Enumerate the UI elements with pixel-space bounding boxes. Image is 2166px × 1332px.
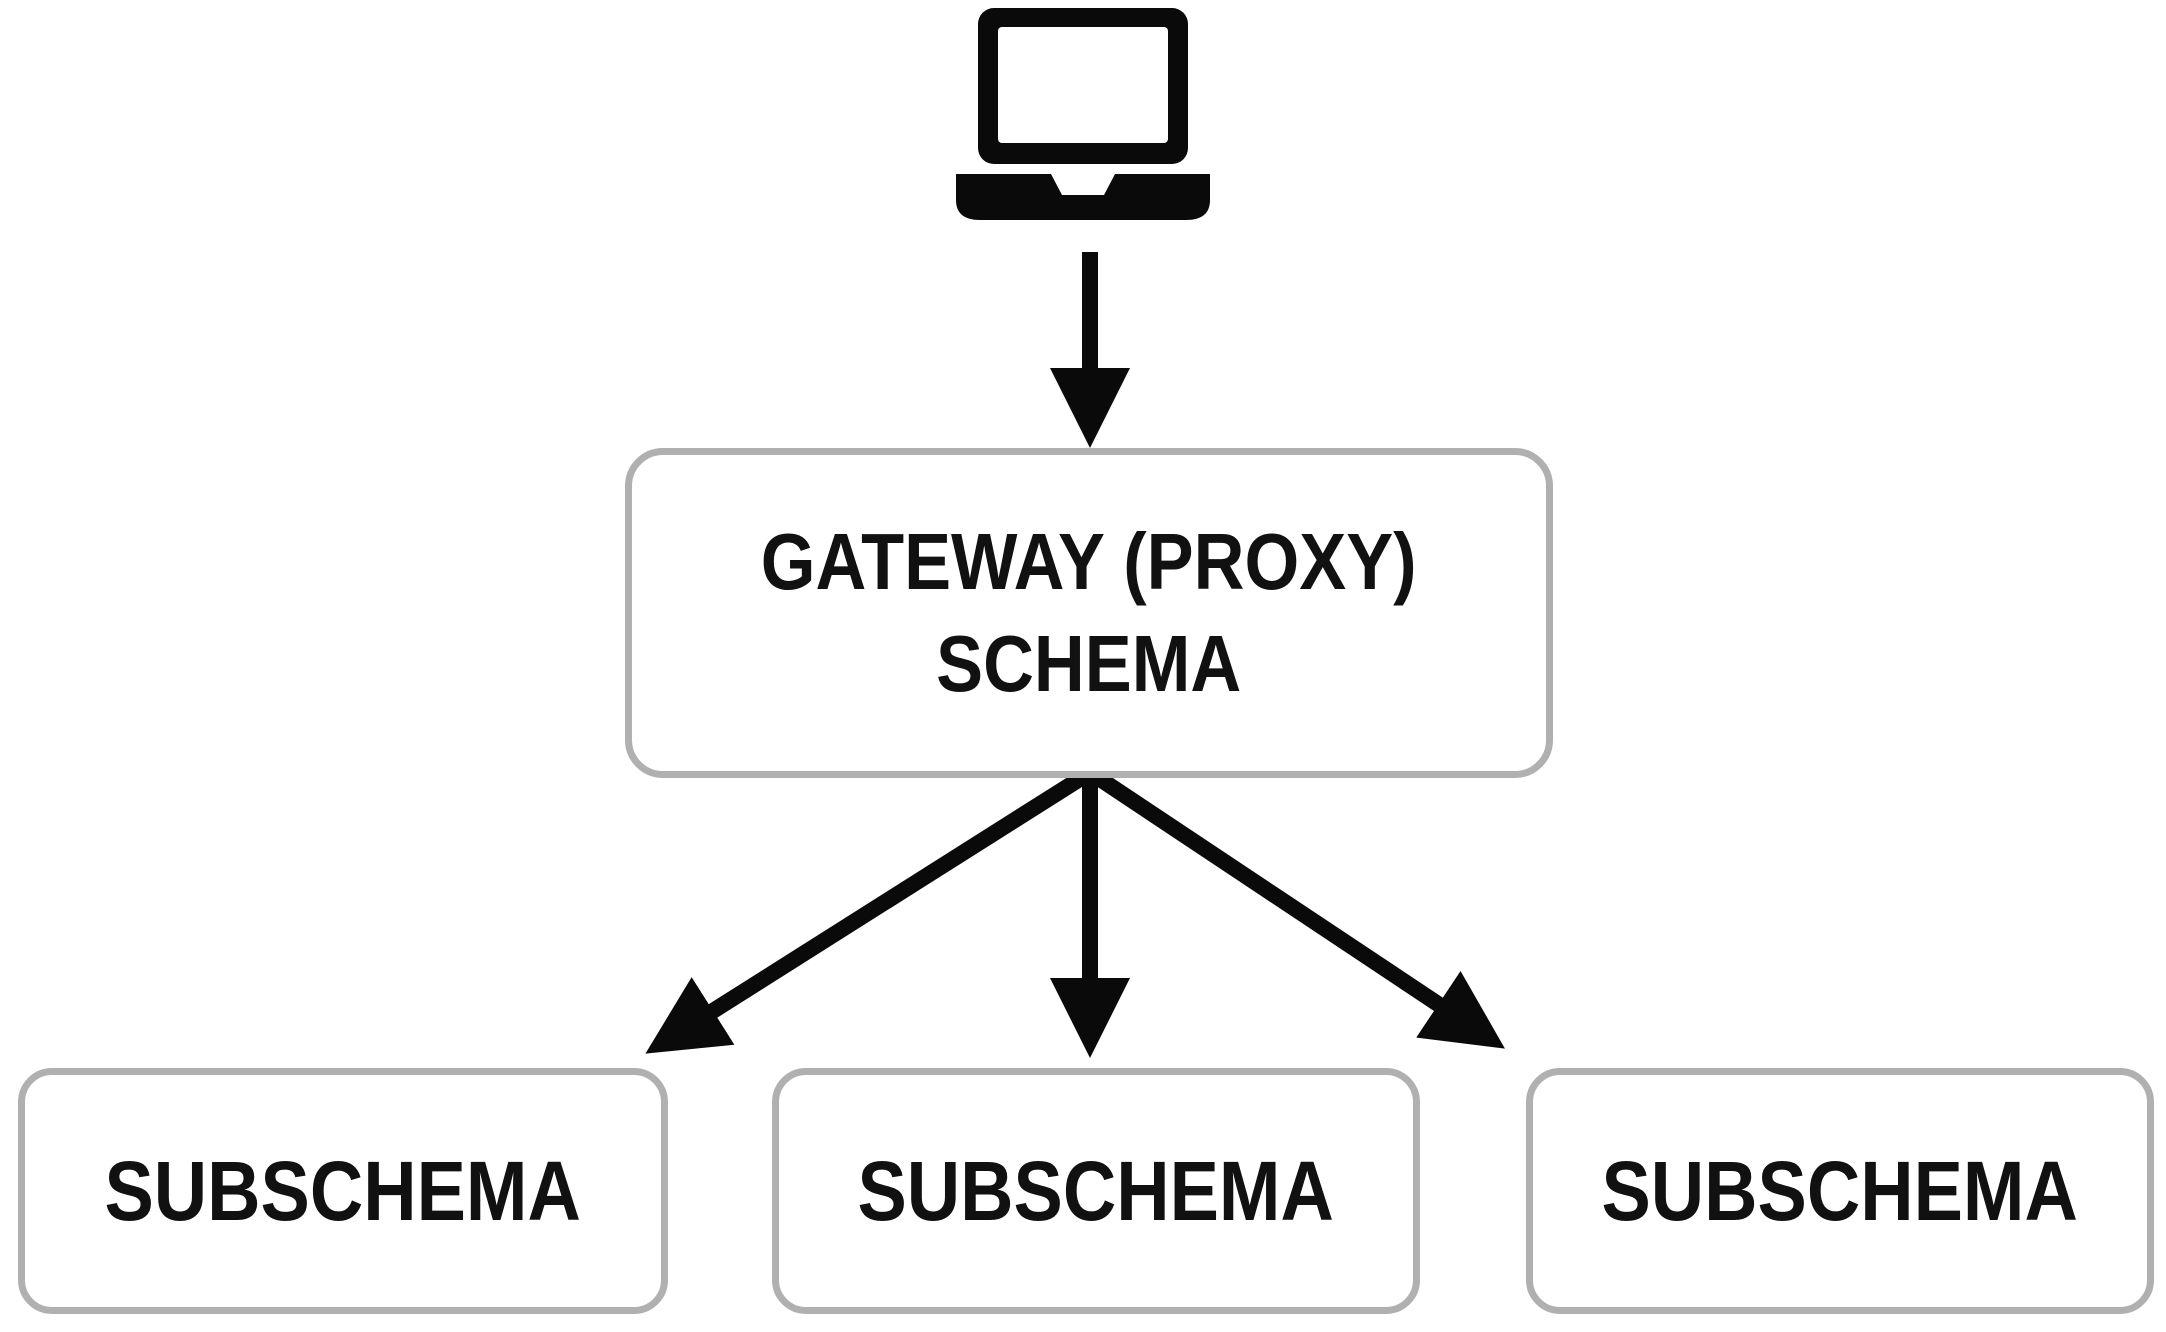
laptop-base — [956, 174, 1210, 220]
laptop-icon — [956, 8, 1210, 220]
subschema-label-2: SUBSCHEMA — [857, 1143, 1335, 1238]
laptop-notch — [1051, 174, 1115, 195]
gateway-label-line2: SCHEMA — [936, 619, 1242, 708]
gateway-label: GATEWAY (PROXY) SCHEMA — [761, 511, 1417, 715]
subschema-label-1: SUBSCHEMA — [104, 1143, 582, 1238]
arrow-gateway-to-subschema-3 — [1089, 768, 1505, 1049]
arrow-gateway-to-subschema-1 — [645, 768, 1091, 1054]
gateway-box: GATEWAY (PROXY) SCHEMA — [625, 448, 1553, 778]
subschema-box-3: SUBSCHEMA — [1526, 1068, 2154, 1314]
subschema-box-1: SUBSCHEMA — [18, 1068, 668, 1314]
gateway-label-line1: GATEWAY (PROXY) — [761, 517, 1417, 606]
subschema-box-2: SUBSCHEMA — [772, 1068, 1420, 1314]
subschema-label-3: SUBSCHEMA — [1601, 1143, 2079, 1238]
laptop-screen — [998, 27, 1168, 143]
